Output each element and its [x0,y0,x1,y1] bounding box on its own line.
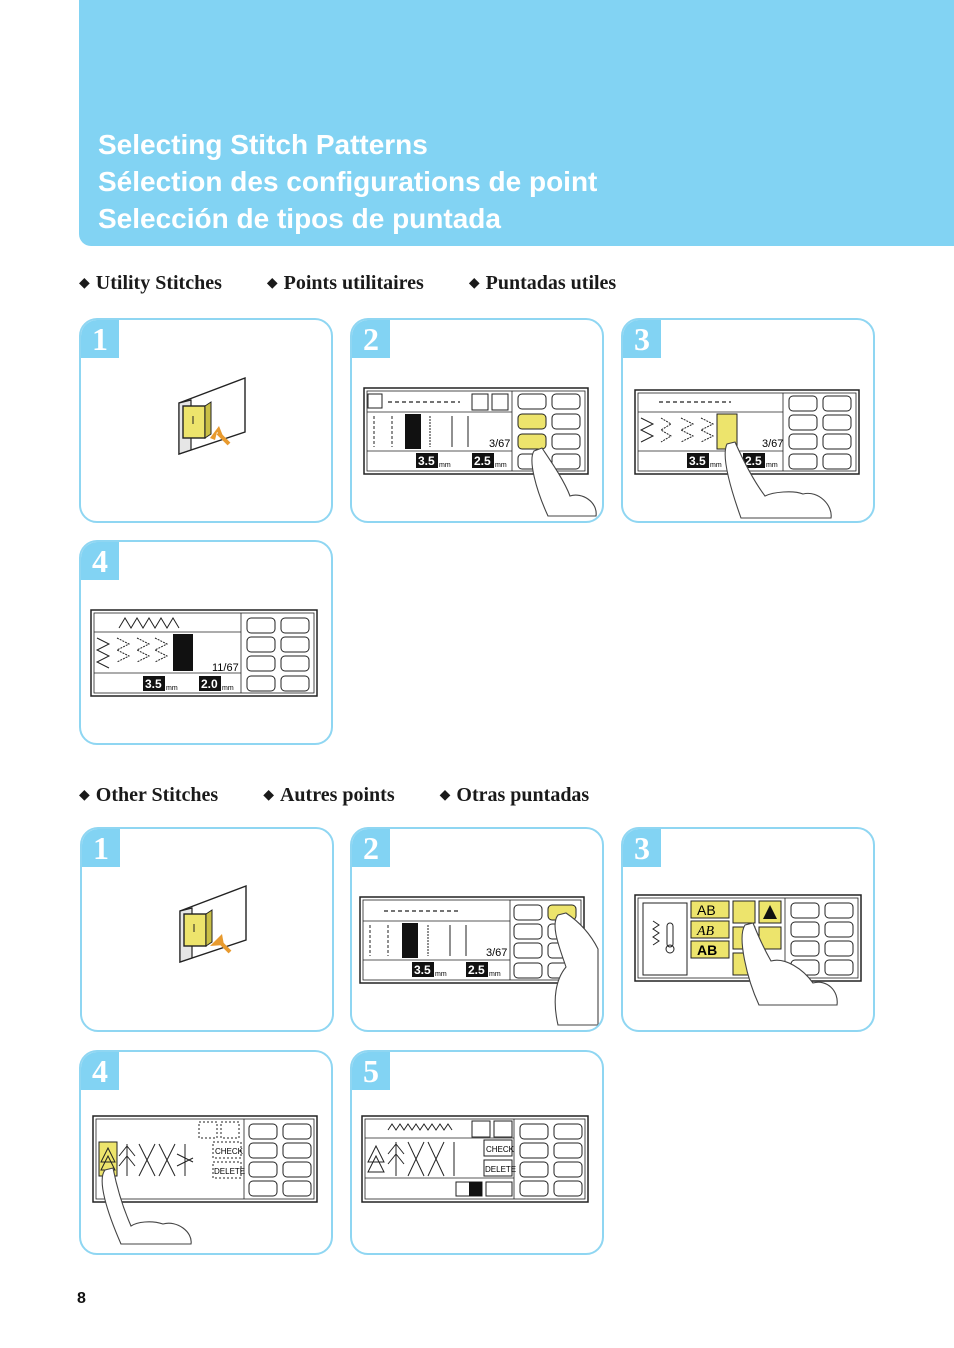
step-number: 5 [352,1052,390,1090]
category-font-1: AB [697,902,716,918]
step-number: 3 [623,829,661,867]
stitch-width-value: 3.5 [689,454,706,468]
diamond-bullet-icon: ◆ [468,275,480,291]
lcd-decorative-screen-figure: CHECK DELETE [361,1115,589,1203]
pattern-counter: 3/67 [489,438,510,450]
step-number: 3 [623,320,661,358]
utility-step-3-panel: 3 3/67 3.5 mm 2.5 mm [621,318,875,523]
utility-step-1-panel: 1 [79,318,333,523]
arrow-icon [210,426,229,443]
prev-page-button [517,413,547,430]
other-label-en: Other Stitches [95,784,219,806]
page-title-fr: Sélection des configurations de point [98,166,598,197]
stitch-width-value: 3.5 [418,454,435,468]
other-section-heading: ◆ Other Stitches ◆ Autres points ◆ Otras pu… [79,784,629,807]
utility-step-4-panel: 4 11/67 3.5 mm 2.0 mm [79,540,333,745]
utility-label-es: Puntadas utiles [485,272,617,294]
stitch-length-unit: mm [766,462,778,469]
finger-icon [741,922,838,1006]
title-block: Selecting Stitch Patterns Sélection des … [98,126,597,237]
finger-icon [554,912,599,1026]
step-number: 1 [81,320,119,358]
stitch-width-unit: mm [710,462,722,469]
finger-icon [724,441,832,519]
page-title-es: Selección de tipos de puntada [98,203,501,234]
lcd-decorative-screen-figure: CHECK DELETE [92,1115,318,1245]
other-step-3-panel: 3 AB AB AB [621,827,875,1032]
check-label: CHECK [215,1147,244,1156]
finger-icon [101,1167,192,1245]
power-switch-icon [183,913,207,947]
lcd-utility-screen-figure: 3/67 3.5 mm 2.5 mm [359,896,599,1026]
pattern-counter: 3/67 [762,438,783,450]
finger-icon [531,447,597,517]
other-label-fr: Autres points [279,784,395,806]
step-number: 2 [352,320,390,358]
diamond-bullet-icon: ◆ [79,275,90,291]
header-banner: Selecting Stitch Patterns Sélection des … [79,0,954,246]
delete-label: DELETE [485,1165,516,1174]
step-number: 1 [82,829,120,867]
stitch-length-unit: mm [222,685,234,692]
power-switch-icon [182,405,206,439]
other-step-2-panel: 2 3/67 3.5 mm 2.5 mm [350,827,604,1032]
diamond-bullet-icon: ◆ [79,787,90,803]
stitch-length-unit: mm [489,971,501,978]
page-number: 8 [77,1290,86,1307]
category-font-2: AB [696,924,715,939]
lcd-utility-screen-figure: 11/67 3.5 mm 2.0 mm [90,609,318,697]
next-page-button [517,433,547,450]
other-label-es: Otras puntadas [456,784,590,806]
stitch-width-unit: mm [166,685,178,692]
other-step-1-panel: 1 [80,827,334,1032]
stitch-length-value: 2.0 [201,677,218,691]
stitch-length-value: 2.5 [745,454,762,468]
check-label: CHECK [486,1145,515,1154]
stitch-width-unit: mm [439,462,451,469]
lcd-category-screen-figure: AB AB AB [634,894,862,1006]
step-number: 4 [81,542,119,580]
other-step-5-panel: 5 CHECK DELETE [350,1050,604,1255]
diamond-bullet-icon: ◆ [266,275,278,291]
diamond-bullet-icon: ◆ [263,787,274,803]
stitch-length-value: 2.5 [468,963,485,977]
pattern-counter: 11/67 [212,662,239,674]
utility-step-2-panel: 2 3/67 3.5 mm 2.5 mm [350,318,604,523]
utility-label-en: Utility Stitches [95,272,222,294]
stitch-length-value: 2.5 [474,454,491,468]
utility-section-heading: ◆ Utility Stitches ◆ Points utilitaires ◆ P… [79,272,656,295]
step-number: 2 [352,829,390,867]
delete-label: DELETE [214,1167,245,1176]
power-switch-figure [178,376,246,455]
pattern-counter: 3/67 [486,947,507,959]
stitch-width-unit: mm [435,971,447,978]
category-font-3: AB [697,942,717,958]
stitch-length-unit: mm [495,462,507,469]
power-switch-figure [179,884,247,963]
diamond-bullet-icon: ◆ [439,787,451,803]
other-step-4-panel: 4 CHECK DELETE [79,1050,333,1255]
page-title-en: Selecting Stitch Patterns [98,129,428,160]
step-number: 4 [81,1052,119,1090]
stitch-width-value: 3.5 [414,963,431,977]
lcd-utility-screen-figure: 3/67 3.5 mm 2.5 mm [363,387,597,517]
stitch-width-value: 3.5 [145,677,162,691]
utility-label-fr: Points utilitaires [283,272,424,294]
lcd-utility-screen-figure: 3/67 3.5 mm 2.5 mm [634,389,860,519]
